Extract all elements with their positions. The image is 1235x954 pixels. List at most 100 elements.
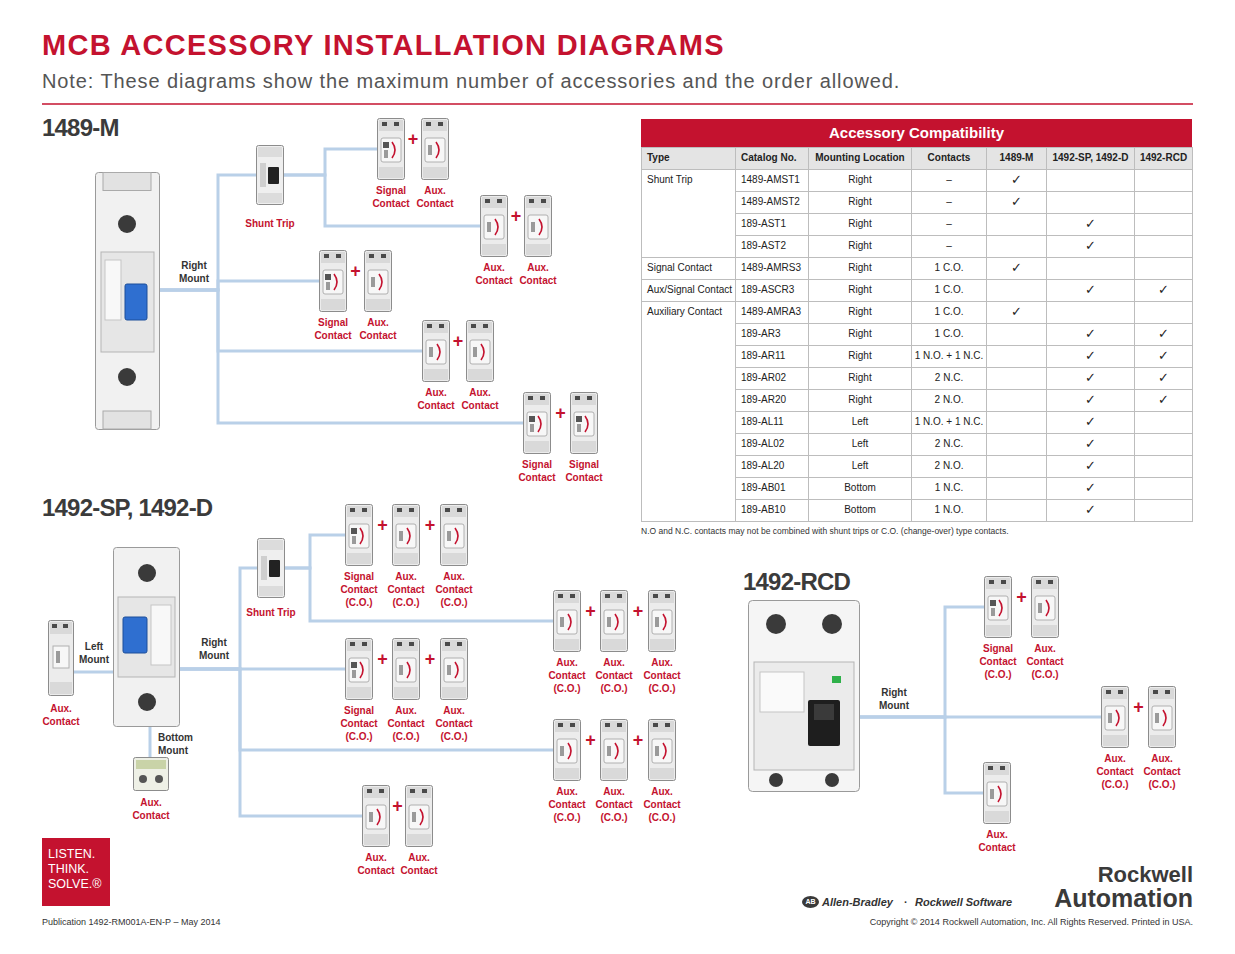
- device-label: Aux. Contact (C.O.): [432, 704, 476, 743]
- publication-number: Publication 1492-RM001A-EN-P – May 2014: [42, 916, 220, 928]
- aux-contact: Aux. Contact (C.O.): [440, 504, 468, 566]
- check-mark: ✓: [987, 192, 1046, 212]
- plus-sign: +: [553, 404, 569, 422]
- plus-sign: +: [1014, 588, 1030, 606]
- check-mark: ✓: [987, 170, 1046, 190]
- table-cell-text: 1489-AMRA3: [736, 302, 808, 322]
- aux-contact: Aux. Contact (C.O.): [600, 719, 628, 781]
- table-cell-text: Shunt Trip: [642, 170, 735, 190]
- table-cell-text: Auxiliary Contact: [642, 302, 735, 322]
- table-cell: –: [911, 169, 987, 192]
- shunt-trip-figure: [258, 539, 285, 598]
- plus-sign: +: [405, 130, 421, 148]
- page-subtitle: Note: These diagrams show the maximum nu…: [42, 68, 900, 94]
- table-cell: ✓: [986, 169, 1047, 192]
- rcd-device: 1492-RCD: [748, 600, 860, 792]
- table-cell: ✓: [1046, 323, 1135, 346]
- aux-contact-figure: [601, 720, 628, 781]
- table-header: 1492-SP, 1492-D: [1047, 148, 1134, 168]
- table-cell: Left: [808, 433, 912, 456]
- table-cell: 189-AR11: [735, 345, 809, 368]
- table-cell: Left: [808, 455, 912, 478]
- check-mark: ✓: [1047, 214, 1134, 234]
- table-cell-text: Right: [809, 324, 911, 344]
- table-cell: 2 N.O.: [911, 455, 987, 478]
- signal-contact-figure: [985, 577, 1012, 638]
- table-cell: 189-AR3: [735, 323, 809, 346]
- table-cell-text: 2 N.O.: [912, 456, 986, 476]
- device-label: Signal Contact: [562, 458, 606, 484]
- aux-contact: Aux. Contact (C.O.): [648, 590, 676, 652]
- aux-contact-figure: [1102, 687, 1129, 748]
- device-heading: 1489-M: [42, 114, 107, 142]
- table-cell: [1046, 301, 1135, 324]
- plus-sign: +: [390, 797, 406, 815]
- table-cell: Right: [808, 345, 912, 368]
- mount-label: Right Mount: [176, 259, 212, 285]
- table-cell-text: 1 N.O. + 1 N.C.: [912, 346, 986, 366]
- table-header: 1492-RCD: [1135, 148, 1192, 168]
- table-cell: 1 N.O. + 1 N.C.: [911, 345, 987, 368]
- table-cell: Right: [808, 389, 912, 412]
- device-label: Aux. Contact (C.O.): [640, 785, 684, 824]
- table-cell: ✓: [1046, 411, 1135, 434]
- table-cell: [986, 367, 1047, 390]
- aux-contact: Aux. Contact (C.O.): [648, 719, 676, 781]
- table-cell: ✓: [986, 191, 1047, 214]
- aux-contact: Aux. Contact: [466, 320, 494, 382]
- table-cell-text: –: [912, 192, 986, 212]
- table-cell: 189-ASCR3: [735, 279, 809, 302]
- check-mark: ✓: [1047, 324, 1134, 344]
- device-label: Aux. Contact (C.O.): [384, 704, 428, 743]
- table-cell-text: Right: [809, 170, 911, 190]
- mount-label: Right Mount: [196, 636, 232, 662]
- table-title: Accessory Compatibility: [641, 119, 1192, 147]
- page-title: MCB ACCESSORY INSTALLATION DIAGRAMS: [42, 28, 725, 62]
- table-cell-text: Right: [809, 236, 911, 256]
- mcb-1492sp-figure: [114, 548, 180, 727]
- label-slot: Allen-Bradley: [822, 895, 893, 909]
- label-slot: +: [508, 207, 524, 225]
- table-cell: ✓: [1046, 235, 1135, 258]
- shunt-trip-figure: [257, 146, 284, 205]
- table-cell: [1134, 411, 1193, 434]
- label-slot: Copyright © 2014 Rockwell Automation, In…: [870, 916, 1193, 928]
- table-cell: [1134, 455, 1193, 478]
- aux-contact-figure: [406, 786, 433, 847]
- plus-sign: +: [375, 650, 391, 668]
- signal-contact-figure: [378, 119, 405, 180]
- label-slot: Right Mount: [196, 636, 232, 662]
- table-cell-text: Right: [809, 368, 911, 388]
- aux-contact: Aux. Contact: [364, 250, 392, 312]
- check-mark: ✓: [1047, 368, 1134, 388]
- aux-contact: Aux. Contact (C.O.): [440, 638, 468, 700]
- table-cell-text: 189-AST1: [736, 214, 808, 234]
- table-cell: 1489-AMRS3: [735, 257, 809, 280]
- label-slot: Rockwell Software: [915, 895, 1012, 909]
- label-slot: +: [583, 731, 599, 749]
- bottom-aux-contact-figure: [134, 758, 169, 791]
- check-mark: ✓: [1047, 478, 1134, 498]
- aux-contact: Aux. Contact: [983, 762, 1011, 824]
- table-cell: ✓: [1046, 367, 1135, 390]
- table-cell: 2 N.C.: [911, 433, 987, 456]
- table-cell: Catalog No.: [735, 147, 809, 170]
- label-slot: +: [450, 332, 466, 350]
- plus-sign: +: [1131, 698, 1147, 716]
- device-label: Aux. Contact: [458, 386, 502, 412]
- signal-contact: Signal Contact: [319, 250, 347, 312]
- label-slot: Rockwell: [1098, 864, 1193, 886]
- table-cell-text: 189-AR3: [736, 324, 808, 344]
- connector: [180, 568, 257, 669]
- signal-contact-figure: [524, 393, 551, 454]
- table-cell-text: Right: [809, 280, 911, 300]
- device-label: Signal Contact (C.O.): [976, 642, 1020, 681]
- label-slot: Automation: [1054, 886, 1193, 910]
- rcd-figure: [749, 601, 860, 792]
- table-cell: Bottom: [808, 477, 912, 500]
- table-cell: [1046, 169, 1135, 192]
- table-cell-text: 1 C.O.: [912, 324, 986, 344]
- table-cell-text: 1 N.O.: [912, 500, 986, 520]
- aux-contact-figure: [1149, 687, 1176, 748]
- device-label: Shunt Trip: [241, 217, 299, 230]
